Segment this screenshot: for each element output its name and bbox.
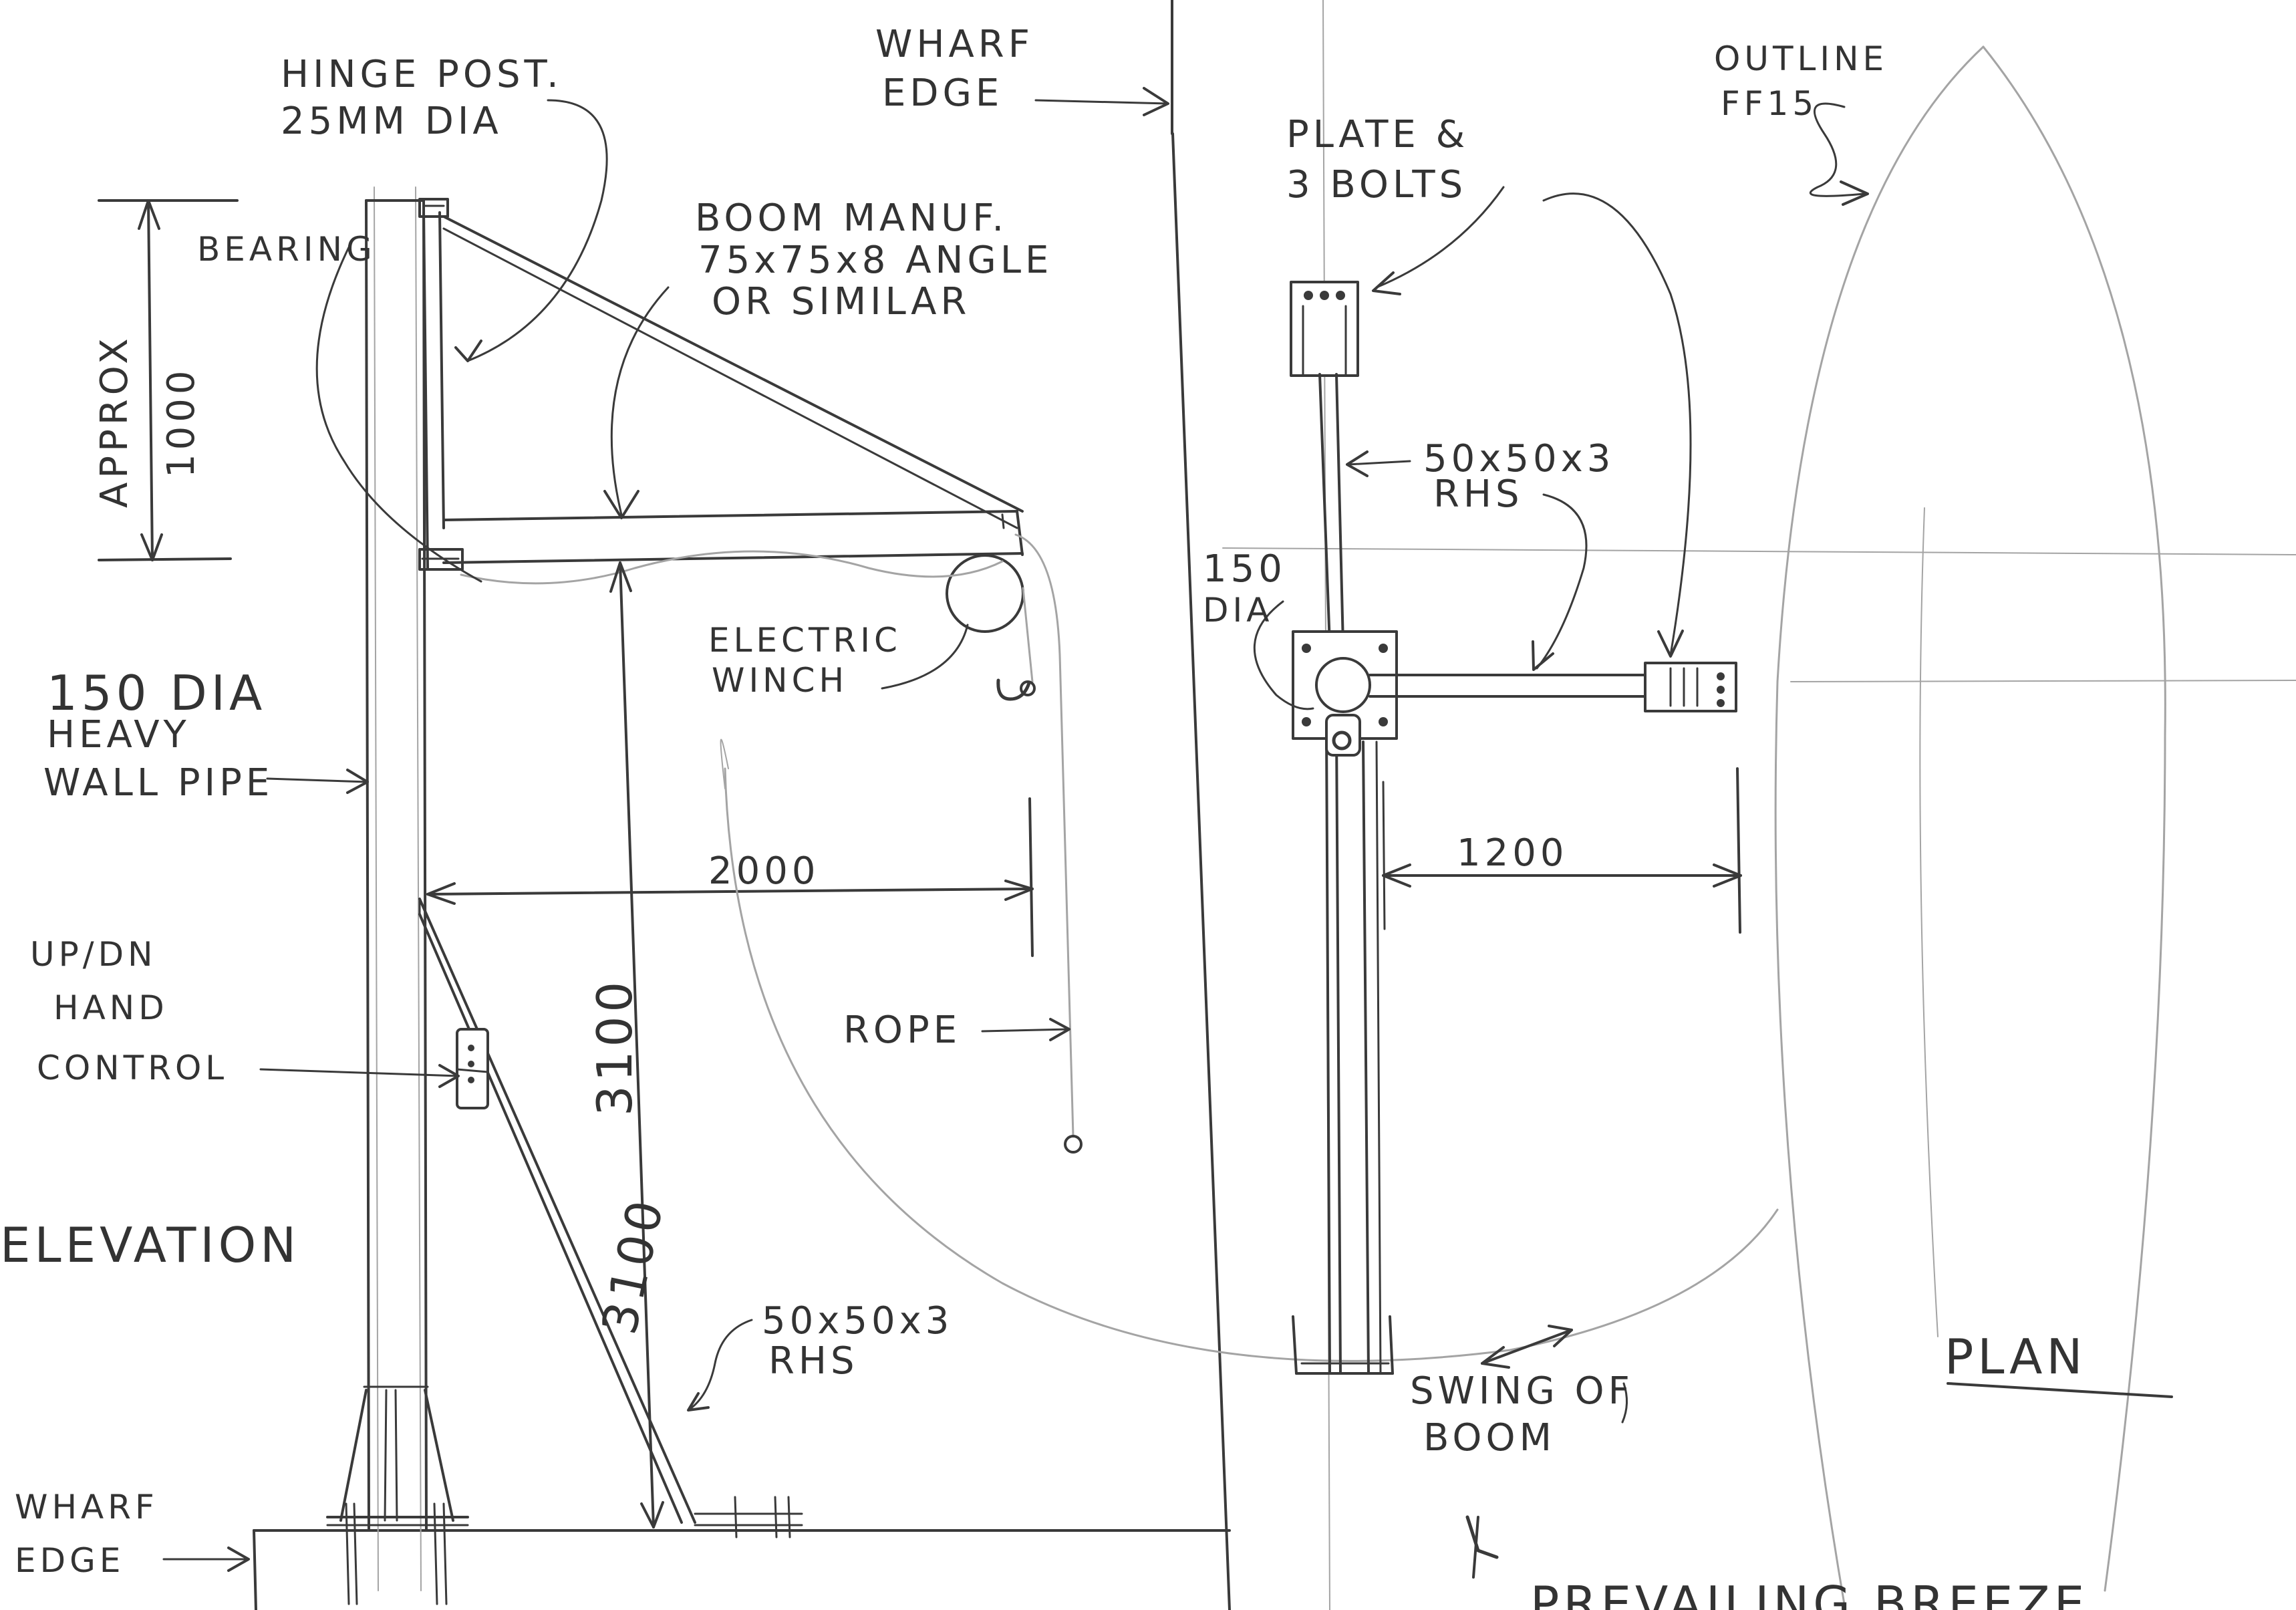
boom-label-line1: BOOM MANUF. <box>695 196 1008 240</box>
wharf-edge-label-line1: WHARF <box>15 1488 158 1526</box>
hand-control-label-line1: UP/DN <box>30 935 157 974</box>
plan-labels: WHARF EDGE PLATE & 3 BOLTS 50x50x3 RHS 1… <box>875 23 2173 1610</box>
boat-outline <box>1222 45 2296 1605</box>
plate-label-line2: 3 BOLTS <box>1286 163 1467 207</box>
dia-label-line1: 150 <box>1203 547 1286 591</box>
wharf-edge-label-line2: EDGE <box>15 1541 124 1580</box>
prevailing-breeze-label: PREVAILING BREEZE <box>1530 1576 2088 1610</box>
plan-leaders <box>1034 87 1869 1579</box>
boom-frame <box>418 211 1024 571</box>
outline-label-line1: OUTLINE <box>1714 39 1888 78</box>
winch-label-line2: WINCH <box>712 661 848 700</box>
elevation-leaders <box>162 99 1070 1572</box>
outline-label-line2: FF15 <box>1721 84 1818 123</box>
approx-label: APPROX <box>93 334 136 508</box>
hinge-post-cap <box>418 198 449 218</box>
boom-label-line3: OR SIMILAR <box>712 280 970 323</box>
hinge-post-label-line2: 25MM DIA <box>281 100 503 143</box>
pipe-label-line3: WALL PIPE <box>43 761 273 805</box>
strut-label-line2: RHS <box>768 1339 859 1383</box>
swing-label-line2: BOOM <box>1423 1416 1556 1460</box>
offset-dimension-value: 1200 <box>1457 831 1568 875</box>
span-dimension-value: 2000 <box>708 849 820 893</box>
offset-dimension <box>1382 767 1742 934</box>
elevation-view: HINGE POST. 25MM DIA BEARING BOOM MANUF.… <box>0 53 1231 1610</box>
pipe-label-line2: HEAVY <box>47 713 190 757</box>
rope-label: ROPE <box>843 1009 961 1052</box>
hand-control-label-line2: HAND <box>53 988 168 1027</box>
base-plate <box>326 1389 469 1605</box>
plan-wharf-edge-label-line1: WHARF <box>875 23 1034 66</box>
plate-label-line1: PLATE & <box>1286 113 1469 156</box>
bottom-plate <box>1292 1315 1394 1375</box>
plan-view-label: PLAN <box>1945 1329 2086 1385</box>
hinge-post-label-line1: HINGE POST. <box>281 53 563 96</box>
elevation-view-label: ELEVATION <box>0 1217 300 1273</box>
wharf-ground <box>253 1529 1231 1610</box>
electric-winch-icon <box>946 554 1036 701</box>
height-dimension <box>609 561 664 1528</box>
plan-wharf-edge-label-line2: EDGE <box>882 72 1003 115</box>
hand-control-label-line3: CONTROL <box>37 1049 228 1087</box>
hand-control-pendant <box>456 1028 489 1109</box>
plan-rhs-label-line1: 50x50x3 <box>1423 437 1614 481</box>
pipe-label-line1: 150 DIA <box>47 665 266 721</box>
bearing-label: BEARING <box>197 230 376 269</box>
elevation-labels: HINGE POST. 25MM DIA BEARING BOOM MANUF.… <box>0 53 1052 1580</box>
pipe-column <box>363 186 429 1591</box>
plan-column <box>1318 373 1382 1375</box>
dia-label-line2: DIA <box>1203 591 1273 630</box>
top-plate <box>1290 281 1359 377</box>
winch-label-line1: ELECTRIC <box>708 621 901 660</box>
span-dimension <box>426 797 1034 957</box>
swing-label-line1: SWING OF <box>1410 1369 1634 1413</box>
plan-arm <box>1369 662 1737 712</box>
strut-label-line1: 50x50x3 <box>762 1299 953 1343</box>
strut-dimension-value: 3100 <box>591 1192 674 1339</box>
sheet-divider <box>1171 0 1330 1610</box>
height-dimension-value: 3100 <box>587 978 643 1116</box>
boom-label-line2: 75x75x8 ANGLE <box>698 239 1052 282</box>
hub-plate <box>1292 630 1398 757</box>
plan-view: WHARF EDGE PLATE & 3 BOLTS 50x50x3 RHS 1… <box>720 23 2296 1610</box>
swing-arc <box>720 739 1779 1369</box>
plan-rhs-label-line2: RHS <box>1433 473 1524 516</box>
approx-height-dimension <box>98 199 239 561</box>
rope <box>460 533 1083 1154</box>
approx-value: 1000 <box>160 366 203 478</box>
